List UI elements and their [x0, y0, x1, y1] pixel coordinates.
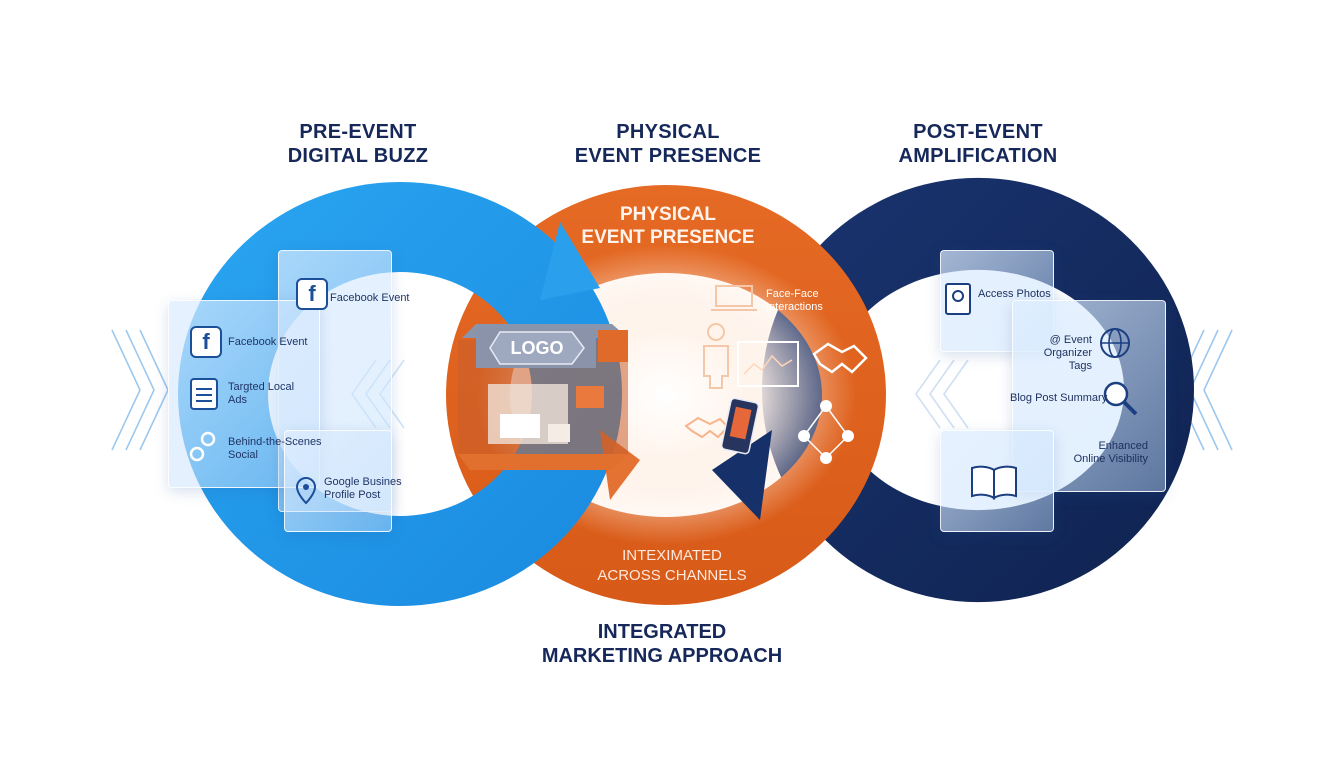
network-people-icon [798, 400, 854, 464]
physical-item-interactions-line1: Face-Face [766, 288, 819, 300]
integrated-approach-line1: INTEGRATED [597, 621, 727, 643]
map-pin-icon [295, 476, 317, 505]
pre-item-google-business: Google Busines Profile Post [324, 476, 402, 502]
search-icon [1103, 381, 1138, 416]
globe-icon [1100, 328, 1130, 358]
center-ring-title-line1: PHYSICAL [619, 204, 717, 225]
post-event-title-line1: POST-EVENT [913, 121, 1043, 143]
pre-item-targeted-ads-line1: Targted Local [228, 381, 295, 393]
pre-item-google-business-line1: Google Busines [324, 476, 402, 488]
physical-item-interactions: Face-Face Interactions [766, 288, 823, 314]
blue-arrow-head [540, 222, 600, 300]
post-item-organizer-tags: @ Event Organizer Tags [1024, 334, 1092, 373]
post-panel-front [1012, 300, 1166, 492]
pre-event-title-line1: PRE-EVENT [299, 121, 417, 143]
pre-item-google-business-line2: Profile Post [324, 489, 381, 501]
post-item-blog-summary: Blog Post Summary [1010, 392, 1108, 404]
pre-item-behind-scenes-line1: Behind-the-Scenes [228, 436, 322, 448]
share-icon [189, 431, 216, 462]
physical-event-title-line1: PHYSICAL [616, 121, 720, 143]
booth-logo-text: LOGO [510, 338, 564, 358]
person-icon [703, 323, 729, 389]
physical-event-header: PHYSICAL EVENT PRESENCE [538, 120, 798, 168]
facebook-icon: f [190, 326, 222, 358]
pre-item-behind-scenes-line2: Social [228, 449, 258, 461]
physical-event-title-line2: EVENT PRESENCE [574, 145, 762, 167]
pre-item-targeted-ads: Targted Local Ads [228, 381, 294, 407]
post-item-access-photos: Access Photos [978, 288, 1051, 300]
post-item-online-visibility-line2: Online Visibility [1073, 453, 1148, 465]
physical-item-interactions-line2: Interactions [766, 301, 823, 313]
post-item-organizer-tags-line1: @ Event [1049, 334, 1092, 346]
pre-item-facebook-event: Facebook Event [228, 336, 308, 348]
handshake-small-icon [684, 416, 730, 439]
facebook-icon: f [296, 278, 328, 310]
pre-event-title-line2: DIGITAL BUZZ [287, 145, 429, 167]
post-event-header: POST-EVENT AMPLIFICATION [858, 120, 1098, 168]
integrated-approach-heading: INTEGRATED MARKETING APPROACH [512, 620, 812, 668]
handshake-icon [812, 342, 868, 374]
center-ring-subtitle-line1: INTEXIMATED [622, 547, 722, 564]
post-item-online-visibility-line1: Enhanced [1098, 440, 1148, 452]
left-chevrons [111, 329, 169, 451]
post-item-organizer-tags-line2: Organizer Tags [1043, 347, 1092, 372]
post-item-online-visibility: Enhanced Online Visibility [1068, 440, 1148, 466]
laptop-icon [711, 285, 757, 311]
center-ring-title: PHYSICAL EVENT PRESENCE [556, 203, 780, 249]
photo-icon [945, 283, 971, 315]
center-ring-title-line2: EVENT PRESENCE [581, 227, 755, 248]
pre-event-header: PRE-EVENT DIGITAL BUZZ [238, 120, 478, 168]
pre-item-targeted-ads-line2: Ads [228, 394, 247, 406]
integrated-approach-line2: MARKETING APPROACH [541, 645, 783, 667]
post-event-ring [761, 177, 1194, 603]
pre-item-facebook-back: Facebook Event [330, 292, 410, 304]
navy-arrow-head [712, 430, 772, 520]
phone-icon [720, 397, 760, 455]
navy-inner-chevrons [915, 359, 969, 429]
book-icon [971, 465, 1017, 500]
center-ring-subtitle: INTEXIMATED ACROSS CHANNELS [560, 546, 784, 586]
post-event-title-line2: AMPLIFICATION [898, 145, 1058, 167]
list-icon [190, 378, 218, 410]
center-ring-subtitle-line2: ACROSS CHANNELS [597, 567, 747, 584]
pre-panel-bottom [284, 430, 392, 532]
event-booth-illustration [458, 324, 628, 470]
screen-presentation-icon [737, 341, 799, 387]
pre-item-behind-scenes: Behind-the-Scenes Social [228, 436, 322, 462]
